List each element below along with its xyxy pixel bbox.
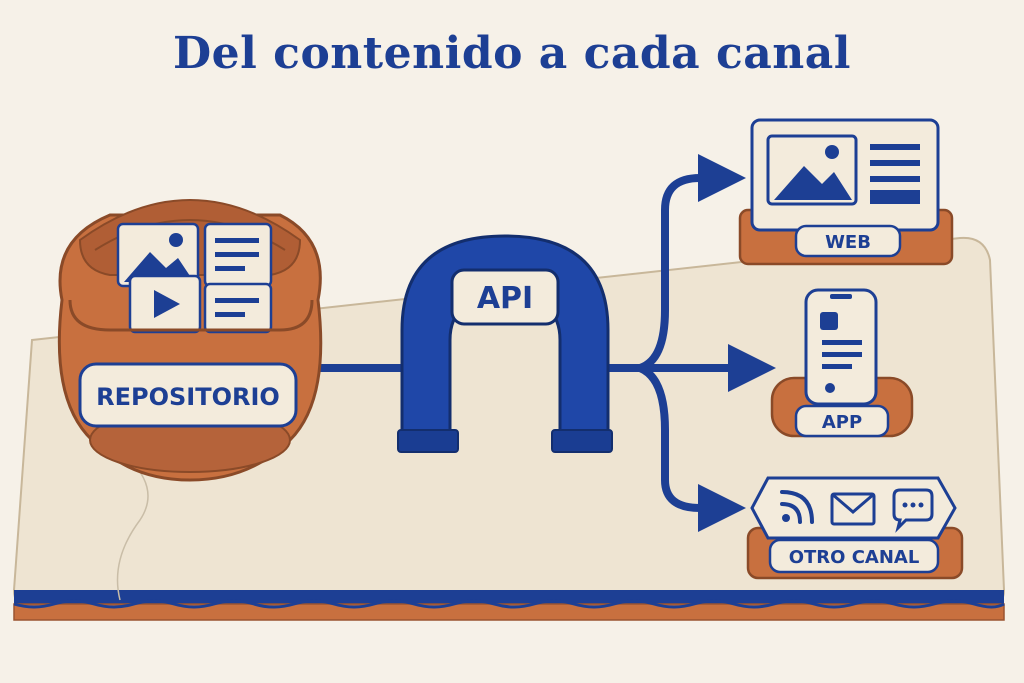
app-label: APP <box>822 412 862 433</box>
document-icon <box>203 282 273 334</box>
repository-label-plate: REPOSITORIO <box>78 362 298 428</box>
arrow-to-web <box>636 154 746 372</box>
rss-icon <box>780 490 814 524</box>
other-channel: OTRO CANAL <box>746 476 964 580</box>
chat-icon <box>892 488 934 533</box>
document-icon <box>203 222 273 288</box>
app-channel: APP <box>770 288 914 438</box>
mail-icon <box>830 492 876 526</box>
web-label: WEB <box>825 232 871 253</box>
image-icon <box>116 222 200 288</box>
video-play-icon <box>128 274 202 334</box>
api-arch: API <box>397 234 613 453</box>
api-label: API <box>477 281 533 316</box>
repository-label: REPOSITORIO <box>96 383 280 411</box>
arrow-to-other <box>636 364 746 532</box>
text-lines-icon <box>870 144 920 204</box>
page-title: Del contenido a cada canal <box>172 28 851 79</box>
other-channel-label: OTRO CANAL <box>789 547 920 568</box>
repository-pot: REPOSITORIO <box>57 199 323 482</box>
web-channel: WEB <box>738 118 954 266</box>
image-icon <box>766 134 858 206</box>
phone-icon <box>804 288 878 406</box>
